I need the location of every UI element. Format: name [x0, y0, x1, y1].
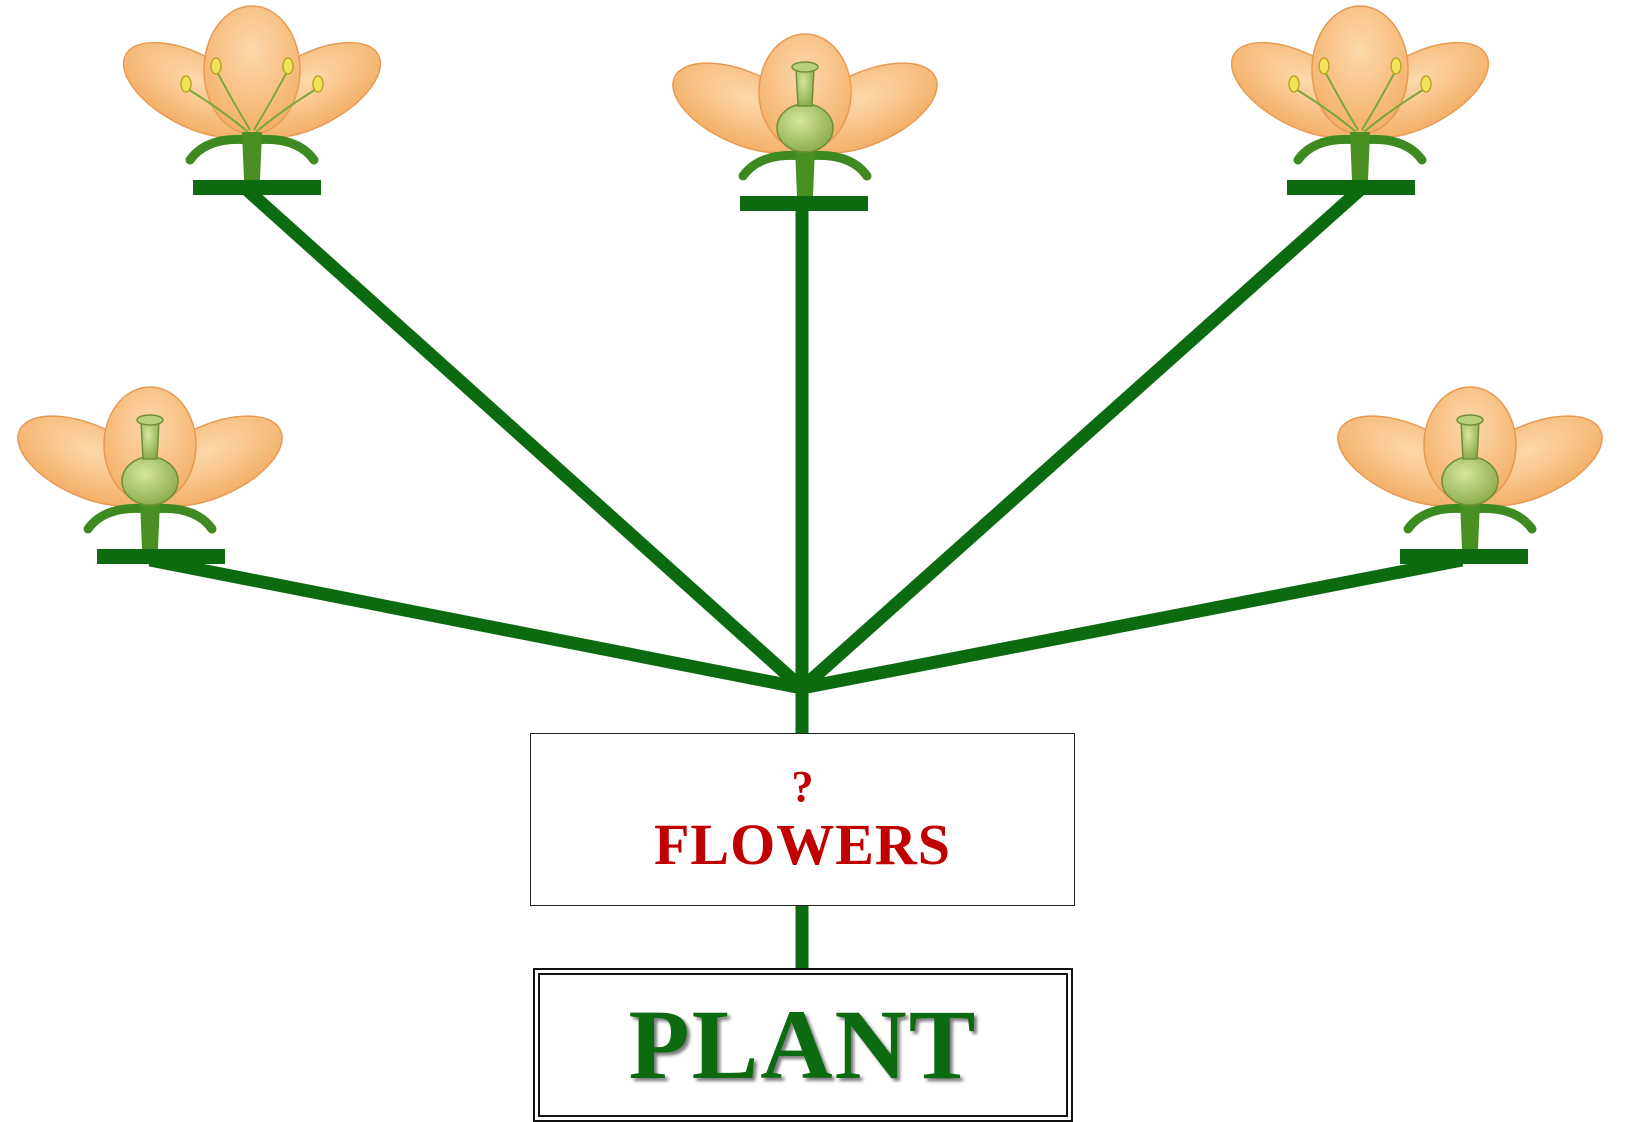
bar-mid-right [1400, 549, 1528, 564]
flower-mid-right-pistil-icon [1325, 387, 1615, 549]
branch-mid-left [150, 560, 802, 688]
flowers-box: ? FLOWERS [530, 733, 1075, 906]
plant-label: PLANT [629, 990, 978, 1100]
plant-box: PLANT [533, 968, 1073, 1122]
flowers-label: FLOWERS [654, 812, 951, 878]
bar-top-left [193, 180, 321, 195]
branch-top-left [245, 188, 802, 688]
bar-mid-left [97, 549, 225, 564]
flower-top-center-pistil-icon [660, 34, 950, 196]
flower-mid-left-pistil-icon [5, 387, 295, 549]
bar-top-center [740, 196, 868, 211]
bar-top-right [1287, 180, 1415, 195]
branch-top-right [802, 188, 1362, 688]
flower-top-right-stamen-icon [1217, 6, 1503, 180]
flower-top-left-stamen-icon [109, 6, 395, 180]
question-mark: ? [792, 762, 814, 812]
branch-mid-right [802, 560, 1462, 688]
